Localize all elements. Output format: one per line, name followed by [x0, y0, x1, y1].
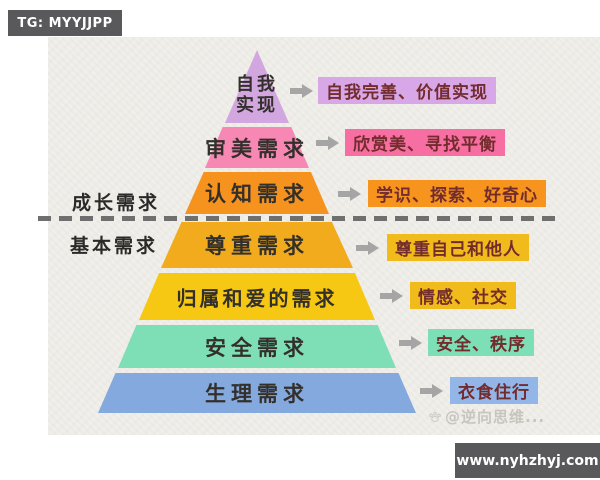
annotation-aesthetic: 欣赏美、寻找平衡 [345, 129, 505, 156]
pyramid-level-aesthetic: 审美需求 [205, 127, 309, 168]
basic-needs-label: 基本需求 [70, 235, 159, 257]
pyramid-level-shape [205, 127, 309, 168]
pyramid-level-shape [139, 273, 375, 320]
pyramid-level-shape [118, 325, 396, 368]
pyramid-level-esteem: 尊重需求 [161, 222, 353, 268]
right-arrow-icon [399, 336, 423, 350]
pyramid-level-belonging: 归属和爱的需求 [139, 273, 375, 320]
right-arrow-icon [316, 136, 340, 150]
annotation-physiological: 衣食住行 [450, 377, 538, 404]
website-badge: www.nyhzhyj.com [455, 443, 600, 478]
right-arrow-icon [338, 187, 362, 201]
annotation-safety: 安全、秩序 [428, 329, 534, 356]
right-arrow-icon [356, 241, 380, 255]
pyramid-level-safety: 安全需求 [118, 325, 396, 368]
watermark: @逆向思维... [428, 406, 545, 427]
tg-badge: TG: MYYJJPP [8, 10, 122, 36]
pyramid-level-label: 归属和爱的需求 [176, 286, 338, 310]
pyramid-level-self-actualization: 自我实现 [225, 50, 289, 123]
paw-icon [429, 411, 441, 422]
annotation-cognitive: 学识、探索、好奇心 [368, 180, 546, 207]
watermark-text: @逆向思维... [445, 408, 546, 426]
right-arrow-icon [420, 384, 444, 398]
pyramid-level-shape [185, 172, 329, 214]
pyramid-level-label: 尊重需求 [205, 234, 309, 258]
pyramid-level-label: 审美需求 [205, 136, 309, 161]
annotation-belonging: 情感、社交 [410, 282, 516, 309]
growth-needs-label: 成长需求 [72, 192, 161, 214]
pyramid-level-label: 安全需求 [205, 335, 309, 360]
dashed-divider [38, 216, 556, 221]
annotation-esteem: 尊重自己和他人 [387, 234, 529, 261]
pyramid-level-shape [98, 373, 416, 413]
pyramid-level-label: 认知需求 [205, 182, 309, 206]
pyramid-level-shape [161, 222, 353, 268]
annotation-self-actualization: 自我完善、价值实现 [318, 77, 496, 104]
pyramid-level-label: 自我实现 [236, 74, 278, 117]
right-arrow-icon [290, 84, 314, 98]
pyramid-level-label: 生理需求 [205, 382, 309, 406]
pyramid-level-cognitive: 认知需求 [185, 172, 329, 214]
right-arrow-icon [380, 289, 404, 303]
pyramid-level-physiological: 生理需求 [98, 373, 416, 413]
